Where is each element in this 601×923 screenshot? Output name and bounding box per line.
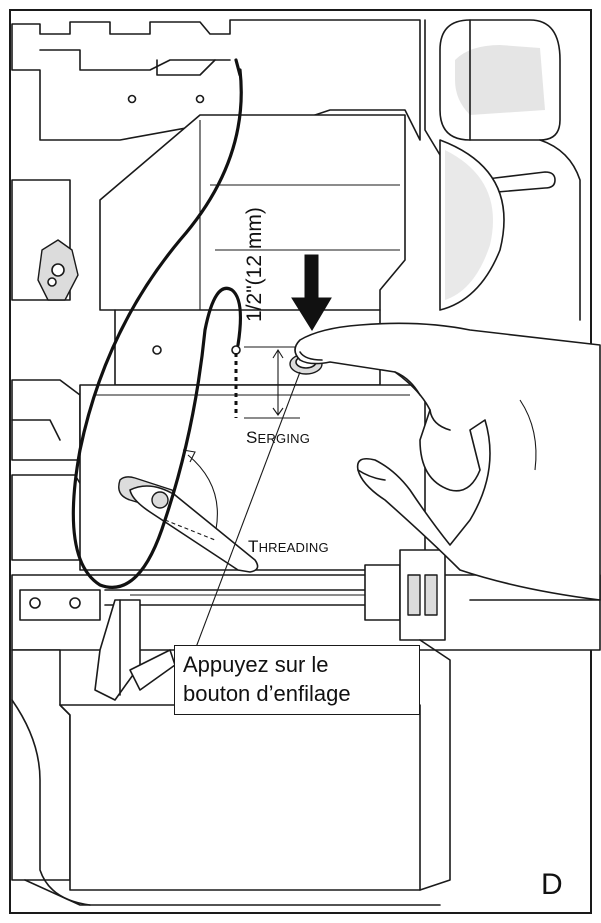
threading-label: THREADING	[248, 537, 329, 556]
serging-label: SERGING	[246, 428, 311, 447]
left-side-parts	[11, 179, 91, 561]
dimension-label: 1/2"(12 mm)	[243, 207, 266, 322]
down-arrow-icon	[291, 254, 332, 331]
measurement-marker	[234, 346, 300, 419]
presser-foot	[94, 599, 176, 701]
callout-line-2: bouton d’enfilage	[183, 681, 351, 706]
callout-line-1: Appuyez sur le	[183, 652, 329, 677]
thread-top	[234, 58, 242, 77]
callout-box: Appuyez sur le bouton d’enfilage	[174, 645, 420, 715]
threading-lever	[118, 476, 259, 573]
callout-leader	[194, 371, 301, 651]
right-body	[439, 139, 581, 321]
top-bracket	[11, 19, 441, 156]
machine-bed	[11, 549, 601, 651]
upper-housing	[99, 114, 406, 386]
front-cover	[79, 384, 426, 571]
thread-line	[71, 68, 243, 589]
hand	[294, 322, 601, 601]
figure-letter: D	[541, 868, 563, 901]
right-knob	[439, 19, 561, 193]
